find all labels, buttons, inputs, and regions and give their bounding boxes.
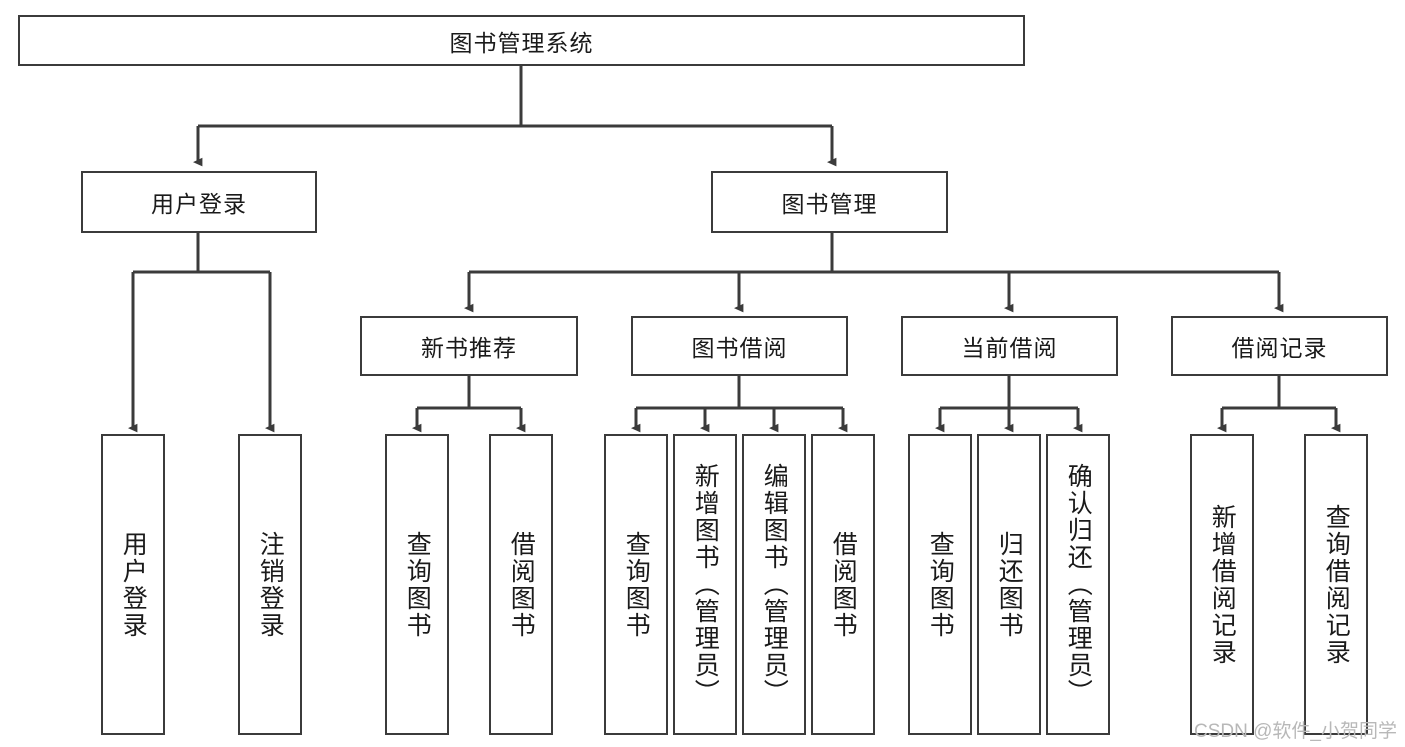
node-user-login[interactable]: 用户登录 xyxy=(81,171,317,233)
node-leaf-query-borrow-record[interactable]: 查询借阅记录 xyxy=(1304,434,1368,735)
node-new-book-recommend-label: 新书推荐 xyxy=(421,335,517,361)
node-leaf-query-book-borrow-label: 查询图书 xyxy=(622,530,651,639)
node-leaf-borrow-book[interactable]: 借阅图书 xyxy=(811,434,875,735)
node-root-label: 图书管理系统 xyxy=(449,29,594,56)
node-book-management-label: 图书管理 xyxy=(781,191,878,217)
node-user-login-label: 用户登录 xyxy=(151,191,247,217)
node-leaf-return-book-label: 归还图书 xyxy=(995,530,1024,639)
node-leaf-borrow-book-newbook[interactable]: 借阅图书 xyxy=(489,434,553,735)
node-root[interactable]: 图书管理系统 xyxy=(18,15,1025,66)
node-leaf-query-borrow-record-label: 查询借阅记录 xyxy=(1322,503,1351,666)
node-leaf-query-book-current-label: 查询图书 xyxy=(926,530,955,639)
node-leaf-query-book-newbook-label: 查询图书 xyxy=(403,530,432,639)
node-leaf-logout-label: 注销登录 xyxy=(256,530,285,639)
node-book-borrow[interactable]: 图书借阅 xyxy=(631,316,848,376)
node-leaf-confirm-return-admin[interactable]: 确认归还（管理员） xyxy=(1046,434,1110,735)
node-current-borrow[interactable]: 当前借阅 xyxy=(901,316,1118,376)
node-leaf-user-login[interactable]: 用户登录 xyxy=(101,434,165,735)
node-leaf-add-book-admin-label: 新增图书（管理员） xyxy=(691,463,720,706)
node-leaf-query-book-borrow[interactable]: 查询图书 xyxy=(604,434,668,735)
node-leaf-add-borrow-record[interactable]: 新增借阅记录 xyxy=(1190,434,1254,735)
csdn-watermark: CSDN @软件_小贺同学 xyxy=(1194,721,1397,742)
node-borrow-record[interactable]: 借阅记录 xyxy=(1171,316,1388,376)
node-leaf-confirm-return-admin-label: 确认归还（管理员） xyxy=(1064,463,1093,706)
node-leaf-return-book[interactable]: 归还图书 xyxy=(977,434,1041,735)
node-leaf-borrow-book-label: 借阅图书 xyxy=(829,530,858,639)
node-leaf-borrow-book-newbook-label: 借阅图书 xyxy=(507,530,536,639)
node-leaf-edit-book-admin-label: 编辑图书（管理员） xyxy=(760,463,789,706)
node-book-borrow-label: 图书借阅 xyxy=(691,335,788,361)
node-leaf-query-book-current[interactable]: 查询图书 xyxy=(908,434,972,735)
node-leaf-logout[interactable]: 注销登录 xyxy=(238,434,302,735)
node-book-management[interactable]: 图书管理 xyxy=(711,171,948,233)
node-leaf-query-book-newbook[interactable]: 查询图书 xyxy=(385,434,449,735)
node-leaf-add-borrow-record-label: 新增借阅记录 xyxy=(1208,503,1237,666)
node-current-borrow-label: 当前借阅 xyxy=(961,335,1058,361)
node-borrow-record-label: 借阅记录 xyxy=(1231,335,1328,361)
node-leaf-user-login-label: 用户登录 xyxy=(119,530,148,639)
node-leaf-add-book-admin[interactable]: 新增图书（管理员） xyxy=(673,434,737,735)
node-new-book-recommend[interactable]: 新书推荐 xyxy=(360,316,578,376)
node-leaf-edit-book-admin[interactable]: 编辑图书（管理员） xyxy=(742,434,806,735)
